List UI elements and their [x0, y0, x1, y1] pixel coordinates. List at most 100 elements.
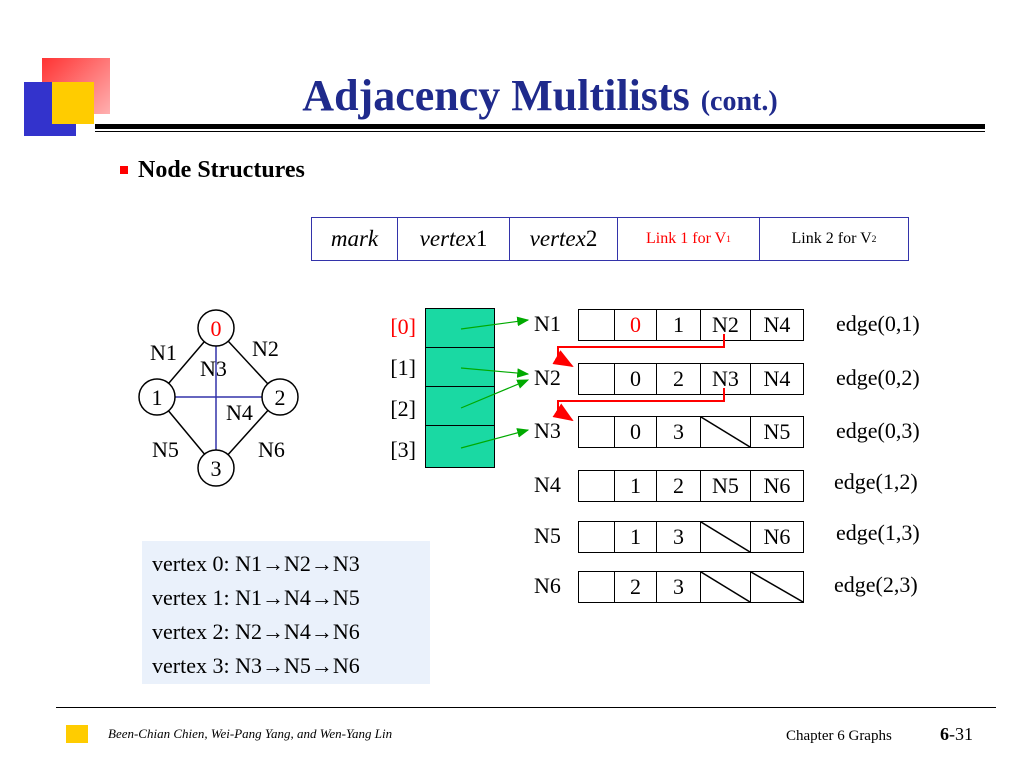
ns-link2-sub: 2: [871, 233, 877, 245]
ns-link1-text: Link 1 for V: [646, 230, 727, 247]
head-pointer-0-arrow: [460, 316, 530, 330]
slide-title-main: Adjacency Multilists: [302, 71, 690, 120]
edge-node-label-n4: N4: [534, 472, 561, 497]
edge-node-n5: 1 3 N6: [578, 521, 804, 553]
graph-vertex-3: [197, 449, 235, 487]
edge-v1-cell: 1: [615, 471, 657, 501]
head-index-0: [0]: [390, 314, 416, 339]
ns-vertex2-num: 2: [585, 226, 598, 251]
graph-edge-label-n3: N3: [200, 356, 227, 381]
edge-v1-cell: 0: [615, 417, 657, 447]
head-pointer-1-arrow: [460, 367, 530, 378]
link-n2-to-n3-arrow: [552, 388, 725, 422]
head-pointer-2-arrow: [460, 379, 530, 409]
edge-v2-cell: 1: [657, 310, 701, 340]
head-index-1: [1]: [390, 355, 416, 380]
edge-node-n1: 0 1 N2 N4: [578, 309, 804, 341]
edge-v1-cell: 0: [615, 310, 657, 340]
section-heading: Node Structures: [138, 157, 305, 183]
graph-vertex-0: [197, 309, 235, 347]
edge-mark-cell: [579, 310, 615, 340]
edge-link2-cell: N6: [763, 473, 791, 498]
edge-link1-null-cell: [701, 522, 751, 552]
edge-desc-n1: edge(0,1): [836, 311, 920, 336]
title-rule-thin: [95, 131, 985, 132]
edge-v2-cell: 3: [657, 417, 701, 447]
edge-link2-cell: N4: [763, 366, 791, 391]
edge-link2-cell: N4: [763, 312, 791, 337]
edge-link1-cell: N3: [701, 364, 751, 394]
edge-desc-n3: edge(0,3): [836, 418, 920, 443]
edge-v2-cell: 3: [657, 522, 701, 552]
graph-edge-label-n6: N6: [258, 437, 285, 462]
edge-link1-cell: N2: [701, 310, 751, 340]
vertex-list-2: vertex 2: N2→N4→N6: [152, 619, 360, 644]
edge-link2-cell: N6: [763, 524, 791, 549]
edge-v2-cell: 3: [657, 572, 701, 602]
head-slot-2: [426, 387, 494, 426]
edge-link2-cell: N5: [763, 419, 791, 444]
edge-node-n2: 0 2 N3 N4: [578, 363, 804, 395]
link-n1-to-n2-arrow: [552, 334, 725, 367]
footer-page-chapter: 6: [940, 724, 949, 744]
graph-edge-label-n2: N2: [252, 336, 279, 361]
edge-desc-n2: edge(0,2): [836, 365, 920, 390]
vertex-list-box: vertex 0: N1→N2→N3 vertex 1: N1→N4→N5 ve…: [142, 541, 430, 684]
graph-vertex-0-label: 0: [211, 316, 222, 341]
footer-page-num: -31: [949, 724, 973, 744]
edge-node-n3: 0 3 N5: [578, 416, 804, 448]
edge-link1-null-cell: [701, 417, 751, 447]
edge-node-label-n3: N3: [534, 418, 561, 443]
graph-vertex-3-label: 3: [211, 456, 222, 481]
graph-vertex-2: [261, 378, 299, 416]
graph-diagram: 0 1 2 3 N1 N2 N3 N4 N5 N6: [138, 309, 299, 487]
edge-node-n4: 1 2 N5 N6: [578, 470, 804, 502]
head-index-3: [3]: [390, 437, 416, 462]
head-pointer-3-arrow: [460, 428, 530, 449]
edge-node-label-n1: N1: [534, 311, 561, 336]
graph-vertex-2-label: 2: [275, 385, 286, 410]
edge-desc-n5: edge(1,3): [836, 520, 920, 545]
edge-node-n6: 2 3: [578, 571, 804, 603]
head-slot-0: [426, 309, 494, 348]
slide-title: Adjacency Multilists (cont.): [160, 70, 920, 121]
edge-mark-cell: [579, 471, 615, 501]
edge-link1-null-cell: [701, 572, 751, 602]
ns-mark-cell: mark: [312, 218, 398, 260]
edge-link2-null-cell: [751, 572, 803, 602]
graph-vertex-1-label: 1: [152, 385, 163, 410]
slide-title-sub: (cont.): [700, 86, 778, 117]
head-slot-1: [426, 348, 494, 387]
edge-desc-n4: edge(1,2): [834, 469, 918, 494]
edge-mark-cell: [579, 522, 615, 552]
edge-v1-cell: 0: [615, 364, 657, 394]
edge-v2-cell: 2: [657, 364, 701, 394]
title-rule-thick: [95, 124, 985, 129]
graph-edge-label-n1: N1: [150, 340, 177, 365]
edge-node-label-n2: N2: [534, 365, 561, 390]
footer-chapter: Chapter 6 Graphs: [786, 728, 892, 744]
ns-link2-text: Link 2 for V: [791, 230, 872, 247]
edge-mark-cell: [579, 417, 615, 447]
edge-v2-cell: 2: [657, 471, 701, 501]
vertex-list-1: vertex 1: N1→N4→N5: [152, 585, 360, 610]
vertex-list-0: vertex 0: N1→N2→N3: [152, 551, 360, 576]
edge-mark-cell: [579, 364, 615, 394]
ns-vertex2-main: vertex: [529, 226, 586, 251]
edge-v1-cell: 1: [615, 522, 657, 552]
footer-authors: Been-Chian Chien, Wei-Pang Yang, and Wen…: [108, 726, 393, 741]
graph-edge-label-n5: N5: [152, 437, 179, 462]
ns-vertex1-num: 1: [475, 226, 488, 251]
ns-link1-sub: 1: [726, 233, 731, 245]
edge-mark-cell: [579, 572, 615, 602]
edge-v1-cell: 2: [615, 572, 657, 602]
bullet-square-icon: [120, 166, 128, 174]
logo-yellow-square: [52, 82, 94, 124]
graph-edge-label-n4: N4: [226, 400, 253, 425]
edge-desc-n6: edge(2,3): [834, 572, 918, 597]
